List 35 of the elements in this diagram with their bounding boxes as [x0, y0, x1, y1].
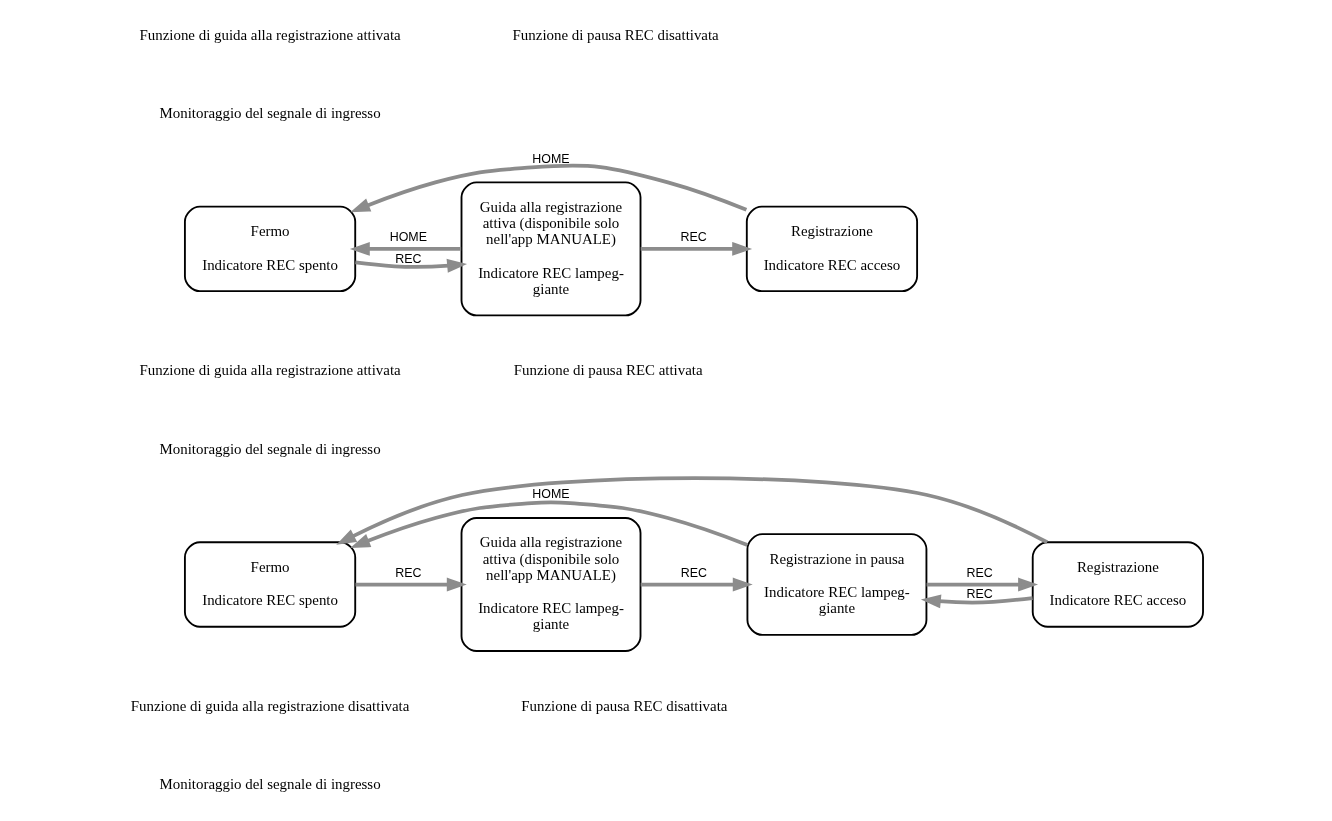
arrow [355, 258, 468, 273]
edge-label: HOME [389, 230, 427, 245]
arrow [920, 594, 1033, 609]
label: Funzione di guida alla registrazione attivata [139, 26, 401, 43]
node-box: Guida alla registrazione attiva (disponibile solo nell'app MANUALE) Indicatore REC lampeg- giante [460, 181, 642, 317]
arrow [350, 500, 749, 548]
arrow [926, 577, 1039, 592]
label: Funzione di guida alla registrazione disattivata [130, 697, 410, 714]
node-box: Registrazione in pausa Indicatore REC lampeg- giante [746, 533, 928, 636]
edge-label: REC [395, 566, 422, 581]
edge-label: REC [966, 587, 993, 602]
node-box: Guida alla registrazione attiva (disponibile solo nell'app MANUALE) Indicatore REC lampeg- giante [460, 517, 642, 652]
node-box: Fermo Indicatore REC spento [184, 541, 357, 628]
edge-label: REC [395, 251, 422, 266]
label: Funzione di pausa REC attivata [513, 362, 703, 379]
arrow [355, 577, 467, 592]
arrow [336, 476, 1048, 545]
node-box: Registrazione Indicatore REC acceso [745, 205, 919, 293]
node-box: Registrazione Indicatore REC acceso [1031, 541, 1204, 628]
arrow [640, 241, 753, 256]
label: Monitoraggio del segnale di ingresso [159, 104, 381, 121]
edge-label: HOME [532, 151, 570, 166]
arrow [350, 163, 748, 213]
edge-label: REC [680, 230, 707, 245]
edge-label: REC [966, 566, 993, 581]
edge-label: HOME [532, 487, 570, 502]
label: Funzione di guida alla registrazione attivata [139, 362, 401, 379]
node-box: Fermo Indicatore REC spento [184, 205, 357, 293]
arrow [349, 241, 462, 256]
arrow [640, 577, 753, 592]
label: Monitoraggio del segnale di ingresso [159, 440, 381, 457]
edge-label: REC [680, 566, 708, 581]
label: Monitoraggio del segnale di ingresso [159, 776, 381, 793]
label: Funzione di pausa REC disattivata [512, 26, 719, 43]
label: Funzione di pausa REC disattivata [521, 697, 728, 714]
